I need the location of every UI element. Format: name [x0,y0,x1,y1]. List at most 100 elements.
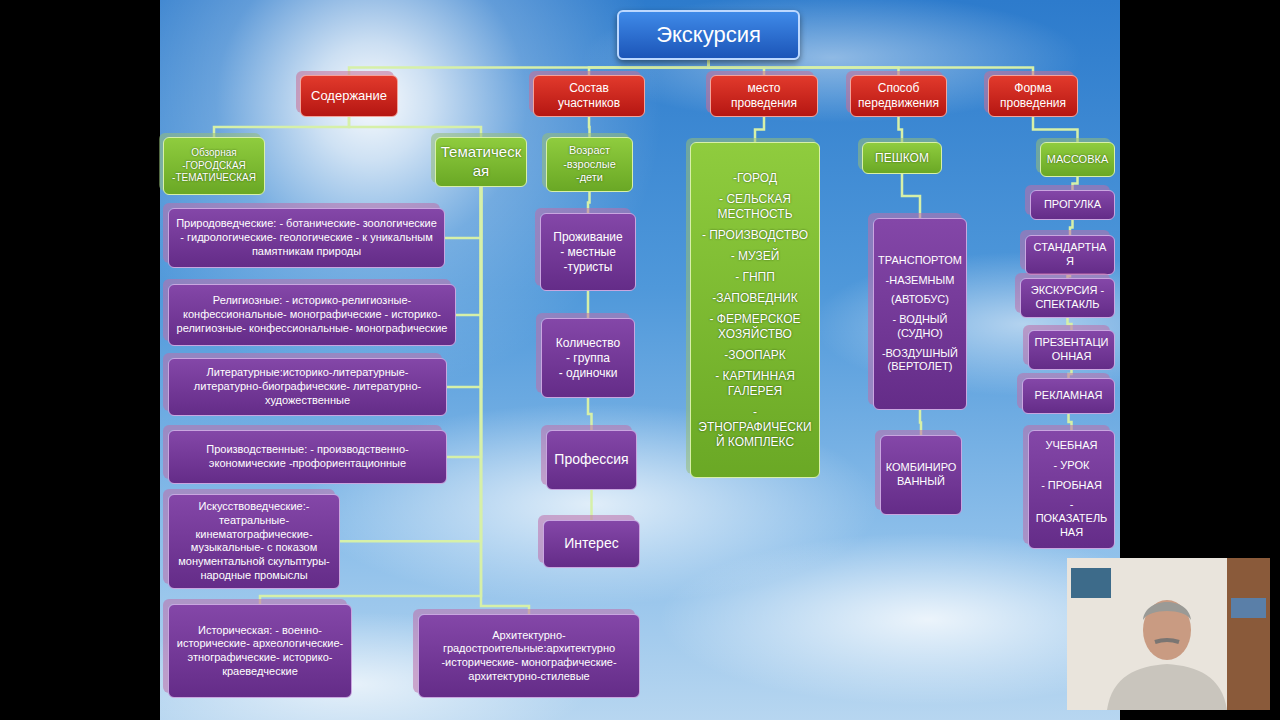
node-text: -ГОРОД [733,171,777,186]
type-box: МАССОВКА [1040,142,1115,177]
node-text: ПРЕЗЕНТАЦИОННАЯ [1033,336,1110,364]
node-text: ТРАНСПОРТОМ [878,254,962,268]
tree-connector [589,60,709,75]
node-text: - ПОКАЗАТЕЛЬНАЯ [1033,498,1110,539]
node-text: -ЗООПАРК [724,348,785,363]
tree-connector [590,490,593,520]
person-body [1107,664,1227,710]
tree-connector [587,291,590,318]
node-text: -ВОЗДУШНЫЙ (ВЕРТОЛЕТ) [878,347,962,375]
node-text: Религиозные: - историко-религиозные- кон… [175,294,449,335]
node-text: Природоведческие: - ботанические- зоолог… [175,217,438,258]
webcam-picture [1067,558,1270,710]
wall-picture [1071,568,1111,598]
person-hair [1143,602,1191,620]
node-text: место проведения [715,81,813,111]
subtype-box: РЕКЛАМНАЯ [1022,378,1115,414]
node-text: (АВТОБУС) [891,293,949,307]
node-text: -ЗАПОВЕДНИК [712,291,798,306]
node-text: - ПРОИЗВОДСТВО [702,228,808,243]
node-text: РЕКЛАМНАЯ [1034,389,1102,403]
node-text: ПЕШКОМ [875,151,929,166]
node-text: - группа [566,351,610,366]
node-text: СТАНДАРТНАЯ [1030,241,1110,269]
node-text: - ФЕРМЕРСКОЕ ХОЗЯЙСТВО [697,312,813,342]
subtype-box: СТАНДАРТНАЯ [1025,235,1115,275]
tree-connector [1070,220,1073,235]
node-text: Тематическая [440,143,522,181]
subtype-box: КОМБИНИРОВАННЫЙ [880,435,962,515]
node-text: Историческая: - военно-исторические- арх… [175,624,345,679]
node-text: Обзорная [191,147,236,160]
root-box: Экскурсия [617,10,800,60]
tree-connector [1033,117,1078,142]
node-text: Содержание [311,88,387,104]
node-text: Способ передвижения [855,81,942,111]
category-box: место проведения [710,75,818,117]
type-box: ПЕШКОМ [862,142,942,174]
node-text: КОМБИНИРОВАННЫЙ [885,461,957,489]
category-box: Содержание [300,75,398,117]
node-text: Искусствоведческие:- театральные- кинема… [175,500,333,583]
node-text: - КАРТИННАЯ ГАЛЕРЕЯ [697,369,813,399]
node-text: УЧЕБНАЯ [1045,439,1097,453]
node-text: -дети [576,171,603,185]
tree-connector [588,117,591,137]
subtype-box: ТРАНСПОРТОМ-НАЗЕМНЫМ(АВТОБУС)- ВОДНЫЙ (С… [873,218,967,410]
webcam-wall [1067,558,1270,710]
tree-connector [755,117,764,142]
tree-connector [709,60,1034,75]
node-text: -ГОРОДСКАЯ [182,160,246,173]
node-text: - одиночки [559,366,618,381]
tree-connector [1073,177,1078,190]
node-text: -туристы [564,260,613,275]
subtype-box: Природоведческие: - ботанические- зоолог… [168,208,445,268]
tree-connector [902,174,920,218]
category-box: Способ передвижения [850,75,947,117]
node-text: Форма проведения [993,81,1073,111]
node-text: ЭКСКУРСИЯ - СПЕКТАКЛЬ [1025,284,1110,312]
subtype-box: ПРОГУЛКА [1030,190,1115,220]
tree-connector [1068,318,1072,330]
type-box: Обзорная-ГОРОДСКАЯ-ТЕМАТИЧЕСКАЯ [163,137,265,195]
tree-connector [456,187,481,316]
subtype-box: Искусствоведческие:- театральные- кинема… [168,494,340,589]
node-text: Профессия [554,451,628,469]
bookshelf [1227,558,1270,710]
node-text: Проживание [553,230,623,245]
subtype-box: ЭКСКУРСИЯ - СПЕКТАКЛЬ [1020,278,1115,318]
category-box: Форма проведения [988,75,1078,117]
tree-connector [920,410,921,435]
node-text: - местные [560,245,616,260]
subtype-box: Проживание- местные-туристы [540,213,636,291]
subtype-box: Производственные: - производственно-экон… [168,430,447,484]
node-text: ПРОГУЛКА [1044,198,1101,212]
node-text: - ЭТНОГРАФИЧЕСКИЙ КОМПЛЕКС [697,405,813,450]
node-text: - СЕЛЬСКАЯ МЕСТНОСТЬ [697,192,813,222]
subtype-box: Историческая: - военно-исторические- арх… [168,604,352,698]
tree-connector [214,117,349,137]
node-text: - МУЗЕЙ [731,249,780,264]
type-box: Возраст-взрослые-дети [546,137,633,192]
tree-connector [481,187,529,615]
subtype-box: Архитектурно-градостроительные:архитекту… [418,614,640,698]
place-list-box: -ГОРОД - СЕЛЬСКАЯ МЕСТНОСТЬ - ПРОИЗВОДСТВО… [690,142,820,478]
tree-connector [588,398,592,430]
category-box: Состав участников [533,75,645,117]
node-text: Экскурсия [656,21,761,49]
node-text: -ТЕМАТИЧЕСКАЯ [172,172,256,185]
node-text: -взрослые [563,158,616,172]
node-text: Возраст [569,144,610,158]
subtype-box: Интерес [543,520,640,568]
subtype-box: Профессия [546,430,637,490]
node-text: - ПРОБНАЯ [1041,479,1102,493]
node-text: Архитектурно-градостроительные:архитекту… [425,629,633,684]
tree-connector [445,187,481,239]
tree-connector [588,192,590,213]
node-text: Литературные:историко-литературные- лите… [175,366,440,407]
subtype-box: Литературные:историко-литературные- лите… [168,358,447,416]
tree-connector [1069,370,1072,378]
node-text: Интерес [564,535,618,553]
node-text: Количество [556,336,620,351]
